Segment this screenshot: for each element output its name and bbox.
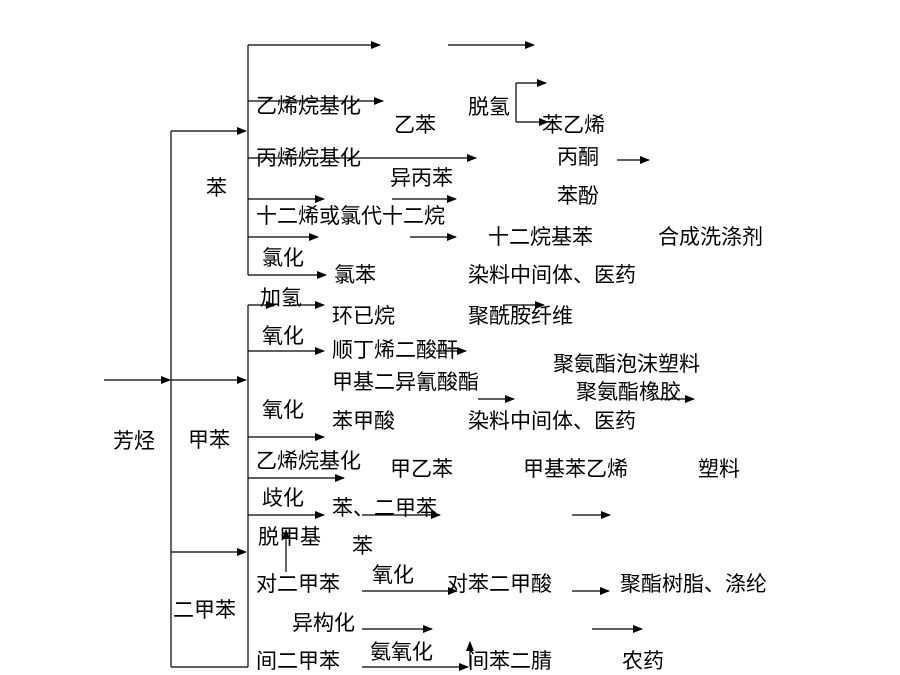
label-ethylbenzene: 乙苯 <box>394 113 436 137</box>
label-methylstyrene: 甲基苯乙烯 <box>523 457 628 481</box>
label-maleic-anhydride: 顺丁烯二酸酐 <box>332 338 458 362</box>
level1-toluene: 甲苯 <box>188 428 230 452</box>
label-cumene: 异丙苯 <box>390 166 453 190</box>
label-ethylene-alkylation: 乙烯烷基化 <box>256 94 361 118</box>
label-detergent: 合成洗涤剂 <box>658 225 763 249</box>
label-cyclohexane: 环已烷 <box>332 304 395 328</box>
label-chlorination: 氯化 <box>262 246 304 270</box>
label-demethylation: 脱甲基 <box>258 525 321 549</box>
label-dye-intermediates-medicine-1: 染料中间体、医药 <box>468 263 636 287</box>
label-disproportionation: 歧化 <box>262 486 304 510</box>
label-polyamide-fiber: 聚酰胺纤维 <box>468 304 573 328</box>
label-dye-intermediates-medicine-2: 染料中间体、医药 <box>468 409 636 433</box>
label-plastics: 塑料 <box>698 457 740 481</box>
label-polyester: 聚酯树脂、涤纶 <box>620 572 767 596</box>
label-oxidation-3: 氧化 <box>372 563 414 587</box>
label-pu-foam: 聚氨酯泡沫塑料 <box>553 352 700 376</box>
label-dehydrogenation: 脱氢 <box>468 95 510 119</box>
label-acetone: 丙酮 <box>557 145 599 169</box>
label-tdi: 甲基二异氰酸酯 <box>332 370 479 394</box>
label-isophthalonitrile: 间苯二腈 <box>468 649 552 673</box>
label-ammoxidation: 氨氧化 <box>370 640 433 664</box>
label-oxidation-1: 氧化 <box>262 324 304 348</box>
label-benzene-xylene: 苯、二甲苯 <box>332 496 437 520</box>
level1-xylene: 二甲苯 <box>173 598 236 622</box>
level1-benzene: 苯 <box>206 176 227 200</box>
label-styrene: 苯乙烯 <box>542 113 605 137</box>
label-oxidation-2: 氧化 <box>262 398 304 422</box>
label-dodecene-or-chlorododecane: 十二烯或氯代十二烷 <box>256 204 445 228</box>
label-m-xylene: 间二甲苯 <box>256 649 340 673</box>
root-label-aromatics: 芳烃 <box>113 429 155 453</box>
label-pesticide: 农药 <box>622 649 664 673</box>
label-ethylene-alkylation-2: 乙烯烷基化 <box>256 449 361 473</box>
label-phenol: 苯酚 <box>557 184 599 208</box>
label-pu-rubber: 聚氨酯橡胶 <box>576 380 681 404</box>
label-hydrogenation: 加氢 <box>260 286 302 310</box>
label-propylene-alkylation: 丙烯烷基化 <box>256 146 361 170</box>
label-dodecylbenzene: 十二烷基苯 <box>488 225 593 249</box>
label-chlorobenzene: 氯苯 <box>334 263 376 287</box>
label-ethyltoluene: 甲乙苯 <box>390 457 453 481</box>
label-isomerization: 异构化 <box>292 611 355 635</box>
label-benzene-product: 苯 <box>352 534 373 558</box>
label-p-xylene: 对二甲苯 <box>256 572 340 596</box>
label-terephthalic-acid: 对苯二甲酸 <box>447 572 552 596</box>
label-benzoic-acid: 苯甲酸 <box>332 409 395 433</box>
